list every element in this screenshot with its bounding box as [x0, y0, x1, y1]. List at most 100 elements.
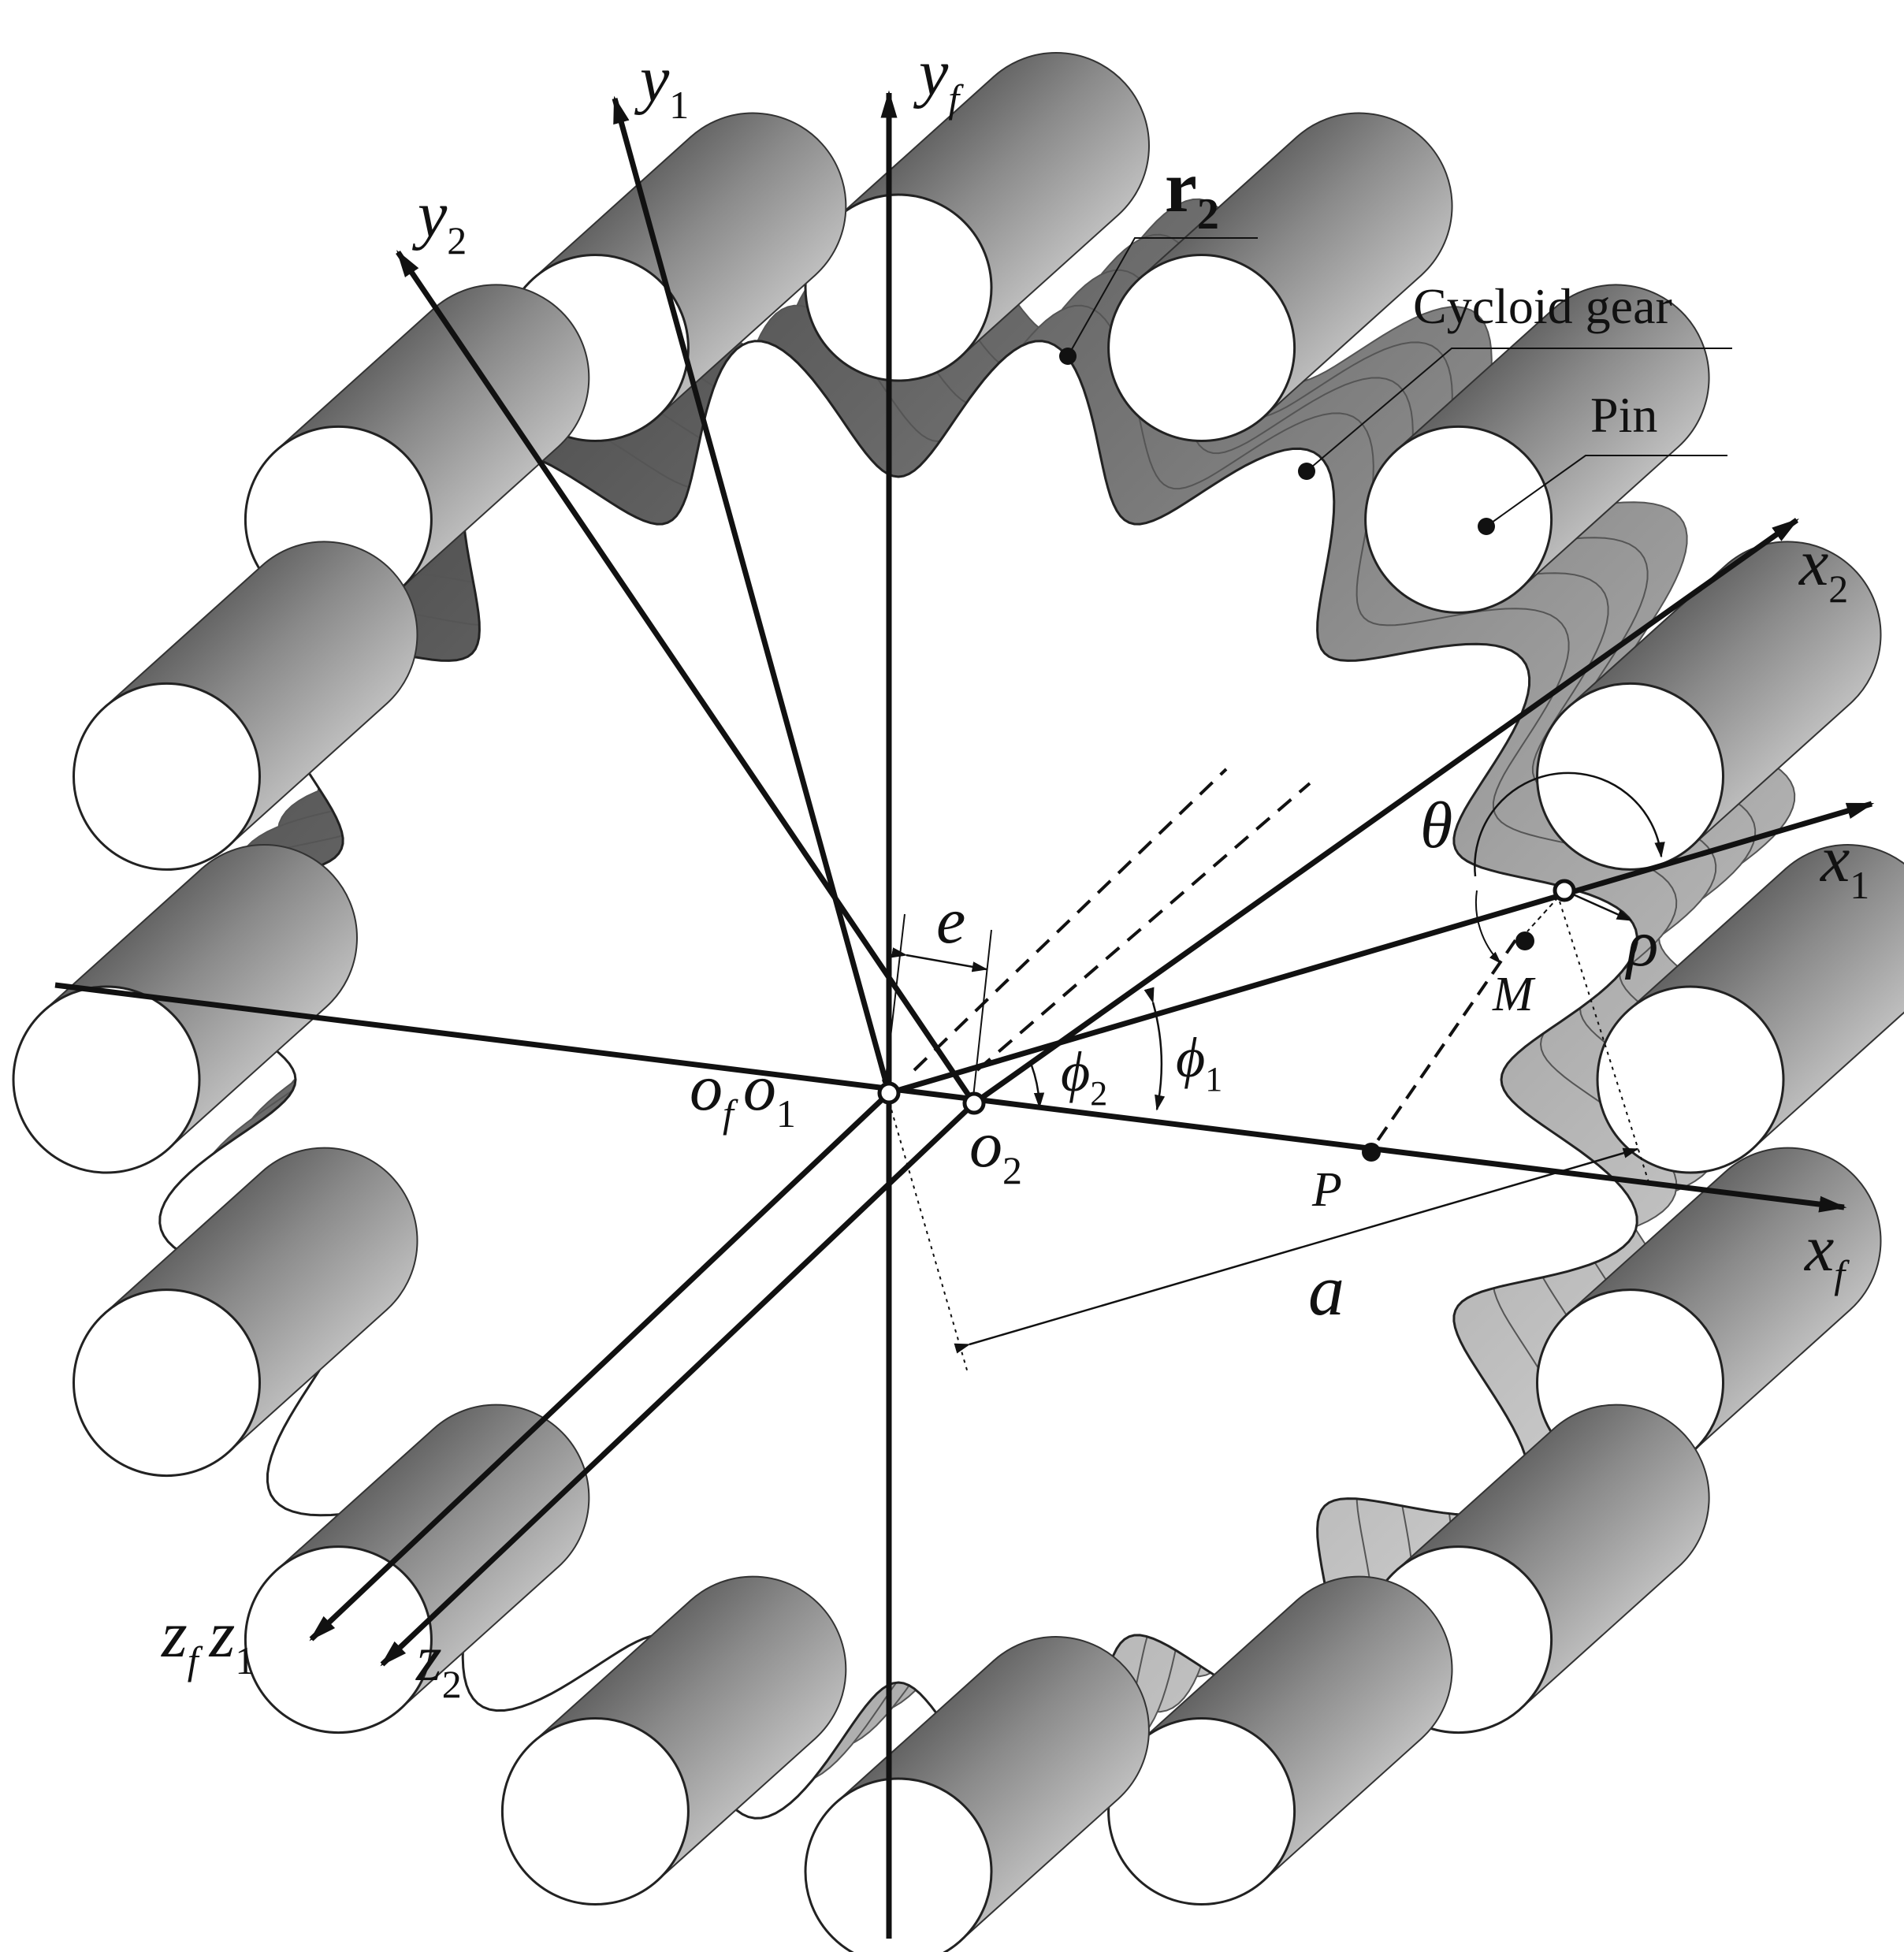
- label-z2-base: z: [415, 1622, 442, 1695]
- pin-end-face: [244, 1545, 433, 1734]
- label-z1-sub: 1: [235, 1638, 255, 1682]
- svg-text:x1: x1: [1819, 823, 1869, 907]
- pin-end-face: [73, 1288, 261, 1478]
- pin: [73, 1147, 418, 1478]
- callout-pin: Pin: [1590, 387, 1657, 443]
- pin: [73, 541, 418, 871]
- dimension-a: [954, 1147, 1639, 1354]
- leader-cycloid-gear: [1306, 348, 1732, 472]
- pin-center-marker: [1553, 879, 1576, 902]
- svg-text:y1: y1: [634, 43, 689, 127]
- label-o2-sub: 2: [1002, 1148, 1022, 1192]
- label-M: M: [1492, 968, 1536, 1021]
- svg-text:ϕ1: ϕ1: [1176, 1026, 1222, 1099]
- label-x1-base: x: [1819, 823, 1850, 896]
- pin-end-face: [73, 682, 261, 871]
- pin: [1596, 844, 1904, 1174]
- coordinate-axes: [54, 90, 1875, 1939]
- svg-text:o2: o2: [969, 1108, 1022, 1192]
- label-P: P: [1311, 1163, 1342, 1217]
- label-e: e: [936, 884, 965, 957]
- svg-text:y2: y2: [411, 178, 467, 262]
- label-o2-base: o: [969, 1108, 1002, 1181]
- leader-pin: [1486, 455, 1727, 527]
- label-z1-base: z: [209, 1598, 236, 1671]
- pin: [1107, 1575, 1453, 1906]
- pin-end-face: [1536, 682, 1724, 871]
- pin: [804, 52, 1150, 382]
- label-rho: ρ: [1624, 907, 1658, 980]
- label-x2-base: x: [1798, 526, 1828, 600]
- axis-x2: [972, 518, 1799, 1106]
- pin-ring: [12, 52, 1904, 1952]
- pin: [12, 844, 358, 1174]
- pin: [1364, 284, 1710, 614]
- label-r2-base: r: [1165, 147, 1197, 227]
- origin-o2-marker: [962, 1091, 986, 1115]
- axis-xf: [54, 982, 1847, 1213]
- pin: [1536, 541, 1882, 871]
- pin-end-face: [12, 985, 201, 1174]
- label-x2-sub: 2: [1828, 567, 1848, 611]
- label-o1-base: o: [743, 1051, 776, 1125]
- label-a: a: [1308, 1250, 1344, 1330]
- svg-text:r2: r2: [1165, 147, 1219, 239]
- point-P: [1362, 1143, 1381, 1162]
- svg-text:z2: z2: [415, 1622, 462, 1706]
- label-zf-sub: f: [188, 1638, 203, 1682]
- pin-end-face: [500, 1717, 690, 1906]
- svg-text:x2: x2: [1798, 526, 1848, 611]
- label-phi1-base: ϕ: [1176, 1026, 1205, 1089]
- pin-end-face: [1107, 254, 1296, 442]
- callout-leaders: [1067, 237, 1732, 527]
- label-r2-sub: 2: [1197, 190, 1219, 239]
- point-M: [1515, 931, 1534, 950]
- pin-end-face: [1364, 425, 1553, 614]
- dimensions: [891, 772, 1665, 1354]
- axis-y1: [612, 95, 892, 1094]
- label-phi2-sub: 2: [1090, 1074, 1107, 1113]
- pin-end-face: [804, 1777, 993, 1952]
- label-o1-sub: 1: [776, 1091, 796, 1136]
- dashed-line-M-to-P: [1370, 939, 1517, 1151]
- label-y2-sub: 2: [447, 218, 467, 262]
- leader-r2: [1067, 237, 1258, 357]
- leader-dot-r2: [1059, 348, 1077, 365]
- label-x1-sub: 1: [1850, 863, 1869, 907]
- points: [877, 348, 1576, 1162]
- pin-end-face: [804, 193, 993, 382]
- label-y1-base: y: [634, 43, 670, 116]
- rho-radius: [1564, 889, 1633, 922]
- a-extension-left: [882, 1079, 969, 1374]
- label-y2-base: y: [411, 178, 448, 251]
- label-theta: θ: [1420, 789, 1452, 862]
- label-phi1-sub: 1: [1205, 1060, 1222, 1099]
- pin-end-face: [1596, 985, 1785, 1174]
- dashed-guide-2: [976, 782, 1311, 1072]
- callout-cycloid-gear: Cycloid gear: [1413, 278, 1672, 334]
- axis-zf: [309, 1091, 891, 1642]
- label-of-base: o: [690, 1051, 723, 1125]
- label-xf-base: x: [1803, 1212, 1834, 1285]
- origin-of-marker: [877, 1081, 901, 1105]
- dimension-e: [891, 947, 988, 972]
- pin: [1107, 112, 1453, 442]
- svg-text:yf: yf: [913, 36, 964, 121]
- label-zf-base: z: [161, 1598, 188, 1671]
- theta-arc-lower: [1474, 890, 1501, 964]
- pin-end-face: [1107, 1717, 1296, 1906]
- angle-arc-theta: [1474, 772, 1665, 877]
- axis-z2: [380, 1101, 976, 1667]
- label-yf-base: y: [913, 36, 949, 110]
- axis-y2: [396, 250, 976, 1105]
- pin: [804, 1636, 1151, 1952]
- svg-text:ϕ2: ϕ2: [1061, 1040, 1107, 1113]
- leader-dot-cycloid-gear: [1298, 463, 1315, 480]
- label-y1-sub: 1: [669, 83, 689, 127]
- pin: [500, 1575, 847, 1906]
- label-z2-sub: 2: [442, 1662, 462, 1706]
- pin: [244, 1404, 590, 1734]
